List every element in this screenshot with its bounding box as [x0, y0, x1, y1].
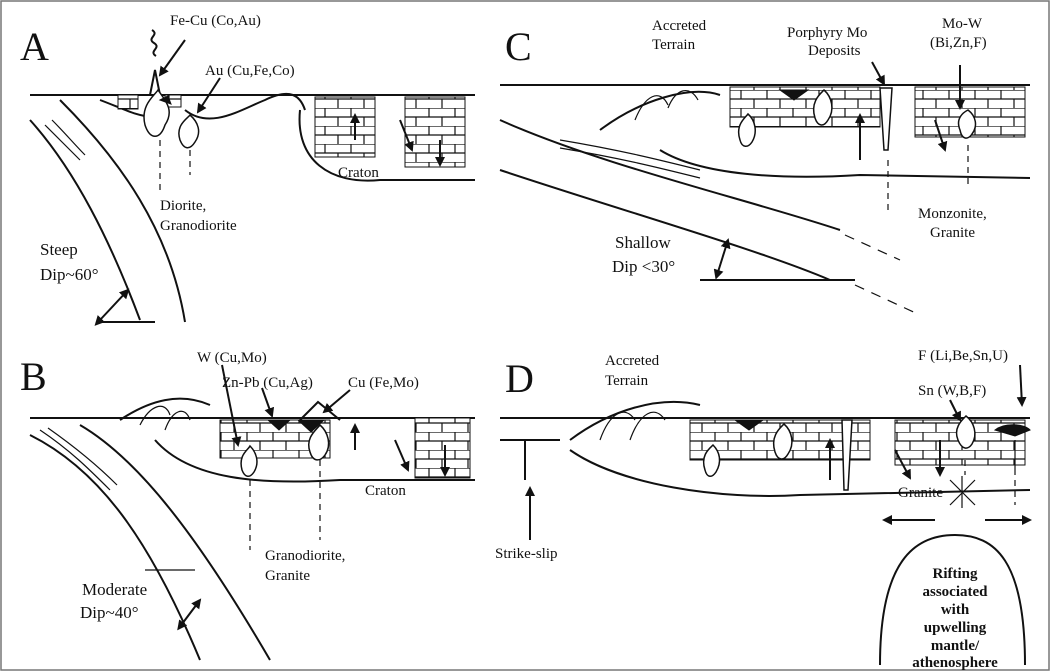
label-shallow-2: Dip <30°	[612, 257, 675, 276]
panel-d-letter: D	[505, 356, 534, 401]
label-rift-3: with	[941, 602, 970, 618]
panel-a: A Fe-Cu (Co,Au) A	[20, 13, 475, 322]
label-rift-2: associated	[923, 584, 989, 600]
label-au: Au (Cu,Fe,Co)	[205, 63, 295, 79]
craton-b-bricks-2	[415, 418, 470, 478]
label-porph-1: Porphyry Mo	[787, 25, 867, 41]
label-terrain-c-1: Accreted	[652, 18, 707, 34]
label-sn: Sn (W,B,F)	[918, 383, 986, 399]
label-terrain-c-2: Terrain	[652, 37, 696, 53]
label-granite-d: Granite	[898, 485, 943, 501]
label-rift-4: upwelling	[924, 620, 987, 636]
label-f: F (Li,Be,Sn,U)	[918, 348, 1008, 364]
craton-a-bricks	[315, 97, 375, 157]
label-rift-5: mantle/	[931, 638, 980, 654]
label-steep-2: Dip~60°	[40, 265, 99, 284]
panel-c-letter: C	[505, 24, 532, 69]
label-mow-1: Mo-W	[942, 16, 983, 32]
panel-d: D Accreted Terrain F (L	[495, 348, 1030, 671]
label-porph-2: Deposits	[808, 43, 861, 59]
label-cu: Cu (Fe,Mo)	[348, 375, 419, 391]
label-grano-2: Granite	[265, 568, 310, 584]
label-moderate-1: Moderate	[82, 580, 147, 599]
label-w: W (Cu,Mo)	[197, 350, 267, 366]
label-diorite-1: Diorite,	[160, 198, 206, 214]
label-monz-2: Granite	[930, 225, 975, 241]
panel-b-letter: B	[20, 354, 47, 399]
pluton-a-2	[179, 115, 199, 148]
label-znpb: Zn-Pb (Cu,Ag)	[222, 375, 313, 391]
label-terrain-d-2: Terrain	[605, 373, 649, 389]
craton-a-bricks-2	[405, 97, 465, 167]
label-monz-1: Monzonite,	[918, 206, 987, 222]
porphyry-mo-c	[880, 88, 892, 150]
panel-c: C Accreted Terrain Porphyry Mo Deposits	[500, 16, 1030, 315]
label-mow-2: (Bi,Zn,F)	[930, 35, 987, 51]
panel-a-letter: A	[20, 24, 49, 69]
label-rift-6: athenosphere	[912, 655, 998, 671]
label-craton-a: Craton	[338, 165, 379, 181]
label-shallow-1: Shallow	[615, 233, 671, 252]
label-rift-1: Rifting	[933, 566, 979, 582]
label-craton-b: Craton	[365, 483, 406, 499]
label-grano-1: Granodiorite,	[265, 548, 345, 564]
rifting-label: Rifting associated with upwelling mantle…	[912, 566, 998, 671]
label-terrain-d-1: Accreted	[605, 353, 660, 369]
pluton-d-3	[842, 420, 852, 490]
panel-b: B W (Cu,Mo) Zn-Pb (Cu,Ag) Cu	[20, 350, 475, 660]
label-strike-slip: Strike-slip	[495, 546, 558, 562]
label-diorite-2: Granodiorite	[160, 218, 237, 234]
label-moderate-2: Dip~40°	[80, 603, 139, 622]
label-steep-1: Steep	[40, 240, 78, 259]
label-fecu: Fe-Cu (Co,Au)	[170, 13, 261, 29]
